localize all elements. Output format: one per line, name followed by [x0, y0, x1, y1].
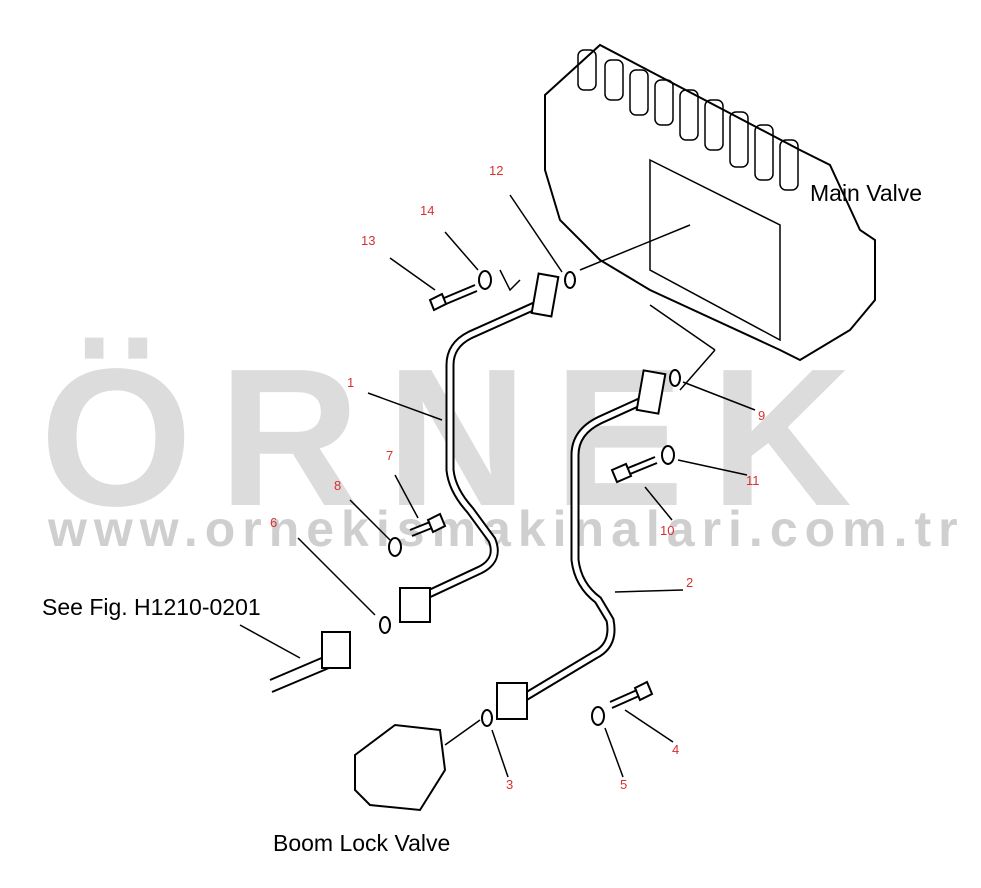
part-number-13: 13 [361, 233, 376, 248]
boom-lock-valve-drawing [354, 723, 447, 812]
part-number-3: 3 [506, 777, 514, 792]
boom-lock-valve-label: Boom Lock Valve [273, 830, 451, 856]
watermark-url: www.ornekismakinalari.com.tr [48, 501, 965, 557]
part-number-7: 7 [386, 448, 394, 463]
part-number-9: 9 [758, 408, 766, 423]
part-number-14: 14 [420, 203, 435, 218]
part-number-11: 11 [746, 473, 760, 488]
part-number-12: 12 [489, 163, 504, 178]
part-number-2: 2 [686, 575, 694, 590]
main-valve-drawing [544, 43, 876, 362]
pipe-2 [517, 390, 657, 704]
part-number-4: 4 [672, 742, 680, 757]
see-fig-label: See Fig. H1210-0201 [42, 594, 261, 620]
part-number-5: 5 [620, 777, 628, 792]
part-number-10: 10 [660, 523, 675, 538]
part-number-8: 8 [334, 478, 342, 493]
pipe-1 [418, 295, 550, 603]
main-valve-label: Main Valve [810, 180, 923, 206]
part-number-1: 1 [347, 375, 355, 390]
part-number-6: 6 [270, 515, 278, 530]
